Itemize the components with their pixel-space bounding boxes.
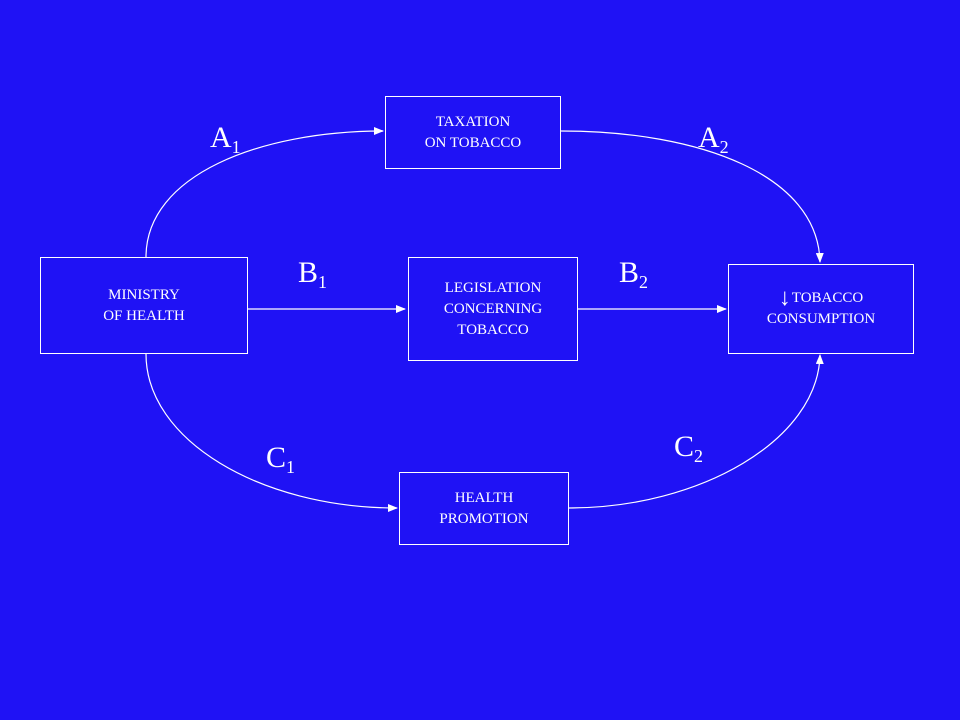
edge-label-a2: A2	[698, 121, 729, 157]
edge-subscript: 2	[639, 272, 649, 292]
edge-label-c1: C1	[266, 441, 295, 477]
node-label-line: LEGISLATION	[444, 279, 542, 296]
node-label-line: TOBACCO	[457, 321, 529, 338]
node-label-line: CONSUMPTION	[766, 311, 876, 327]
node-label-line: ↓TOBACCO	[778, 285, 864, 311]
edge-letter: A	[698, 121, 720, 154]
edge-letter: A	[210, 121, 232, 154]
node-label-line: PROMOTION	[439, 510, 529, 527]
edge-letter: B	[619, 256, 640, 289]
node-health-promotion: HEALTH PROMOTION	[399, 472, 569, 545]
edge-label-b1: B1	[298, 256, 327, 292]
edge-label-a1: A1	[210, 121, 241, 157]
node-label-line: CONCERNING	[443, 300, 543, 317]
node-taxation-on-tobacco: TAXATION ON TOBACCO	[385, 96, 561, 169]
edge-a2-arrow	[560, 130, 824, 263]
node-label-line: MINISTRY	[108, 286, 180, 303]
node-legislation-concerning-tobacco: LEGISLATION CONCERNING TOBACCO	[408, 257, 578, 361]
edge-c1-arrow	[145, 353, 398, 512]
edge-c2-arrow	[568, 354, 824, 509]
node-label-line: TAXATION	[435, 113, 511, 130]
down-arrow-icon: ↓	[778, 285, 791, 311]
edge-subscript: 1	[318, 272, 328, 292]
node-tobacco-consumption: ↓TOBACCO CONSUMPTION	[728, 264, 914, 354]
edge-letter: C	[266, 441, 287, 474]
edge-subscript: 2	[694, 446, 704, 466]
edge-subscript: 1	[286, 457, 296, 477]
node-label-line: ON TOBACCO	[424, 134, 522, 151]
edge-a1-arrow	[145, 127, 384, 258]
edge-subscript: 2	[719, 137, 729, 157]
edge-subscript: 1	[231, 137, 241, 157]
edge-label-c2: C2	[674, 430, 703, 466]
node-label-line: OF HEALTH	[103, 307, 185, 324]
edge-letter: B	[298, 256, 319, 289]
node-label-line: HEALTH	[454, 489, 514, 506]
edge-label-b2: B2	[619, 256, 648, 292]
node-label-text: TOBACCO	[791, 290, 864, 306]
node-ministry-of-health: MINISTRY OF HEALTH	[40, 257, 248, 354]
edge-letter: C	[674, 430, 695, 463]
